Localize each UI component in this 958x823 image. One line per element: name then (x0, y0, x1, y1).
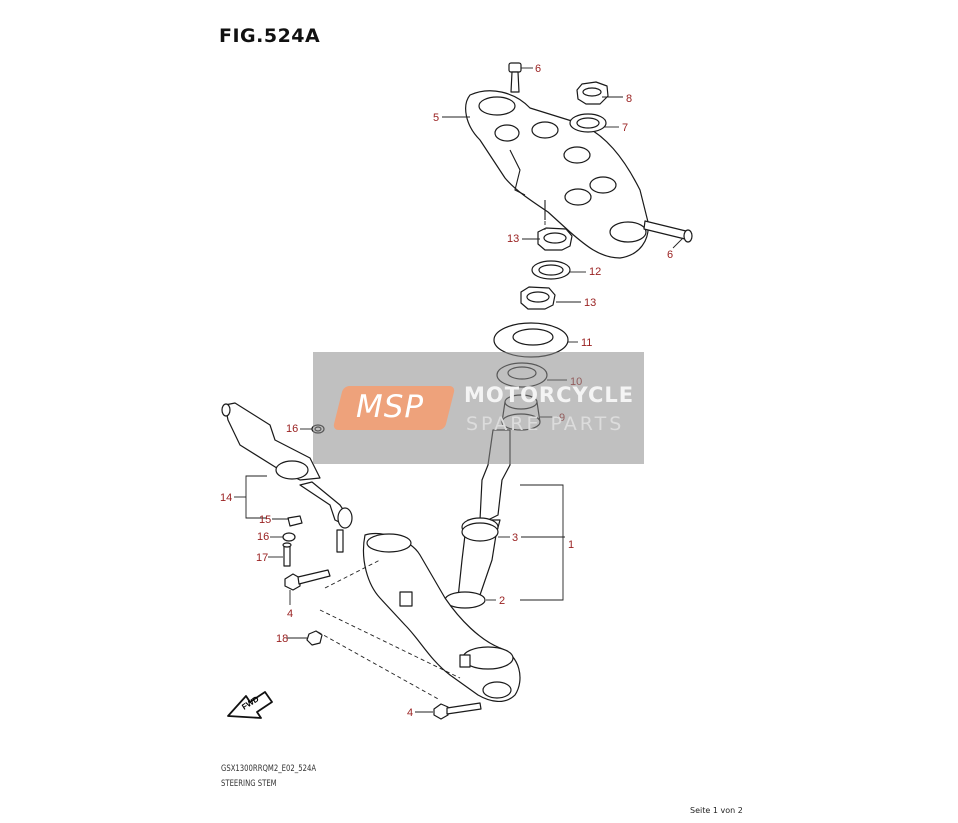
callout-8: 8 (626, 93, 632, 105)
fwd-arrow: FWD (227, 691, 273, 719)
callout-1: 1 (568, 539, 574, 551)
figure-title: FIG.524A (219, 25, 321, 47)
page-note: Seite 1 von 2 (690, 806, 743, 815)
callout-12: 12 (589, 266, 601, 278)
nut-8 (576, 81, 609, 105)
caption-name: STEERING STEM (221, 779, 277, 789)
seal-11 (493, 322, 569, 358)
assembly-lines (317, 200, 546, 701)
nut-15 (287, 515, 303, 527)
washer-7 (569, 113, 607, 133)
washer-12 (531, 260, 571, 280)
upper-bracket (465, 90, 649, 259)
callout-7: 7 (622, 122, 628, 134)
callout-18: 18 (276, 633, 288, 645)
callout-11: 11 (581, 337, 592, 349)
callout-16-lower: 16 (257, 531, 269, 543)
nut-13-lower (520, 286, 556, 310)
nut-13-upper (537, 227, 573, 251)
callout-4-lower: 4 (407, 707, 413, 719)
callout-4-upper: 4 (287, 608, 293, 620)
caption-model: GSX1300RRQM2_E02_524A (221, 764, 317, 774)
callout-17: 17 (256, 552, 268, 564)
callout-16-upper: 16 (286, 423, 298, 435)
upper-bolt-6 (508, 62, 693, 243)
watermark-line2: SPARE PARTS (466, 413, 625, 435)
watermark-logo-text: MSP (356, 389, 425, 425)
watermark-line1: MOTORCYCLE (464, 383, 635, 407)
callout-2: 2 (499, 595, 505, 607)
callout-6-top: 6 (535, 63, 541, 75)
nut-18 (306, 630, 323, 646)
lower-bracket (362, 532, 521, 702)
callout-13-lower: 13 (584, 297, 596, 309)
steering-damper (221, 402, 353, 553)
callout-5: 5 (433, 112, 439, 124)
screw-17 (282, 542, 292, 567)
bolt-4-upper (284, 569, 331, 591)
bolt-4-lower (433, 702, 482, 720)
callout-15: 15 (259, 514, 271, 526)
washer-16-lower (282, 532, 296, 542)
callout-14: 14 (220, 492, 232, 504)
callout-13-upper: 13 (507, 233, 519, 245)
callout-6-side: 6 (667, 249, 673, 261)
callout-3: 3 (512, 532, 518, 544)
